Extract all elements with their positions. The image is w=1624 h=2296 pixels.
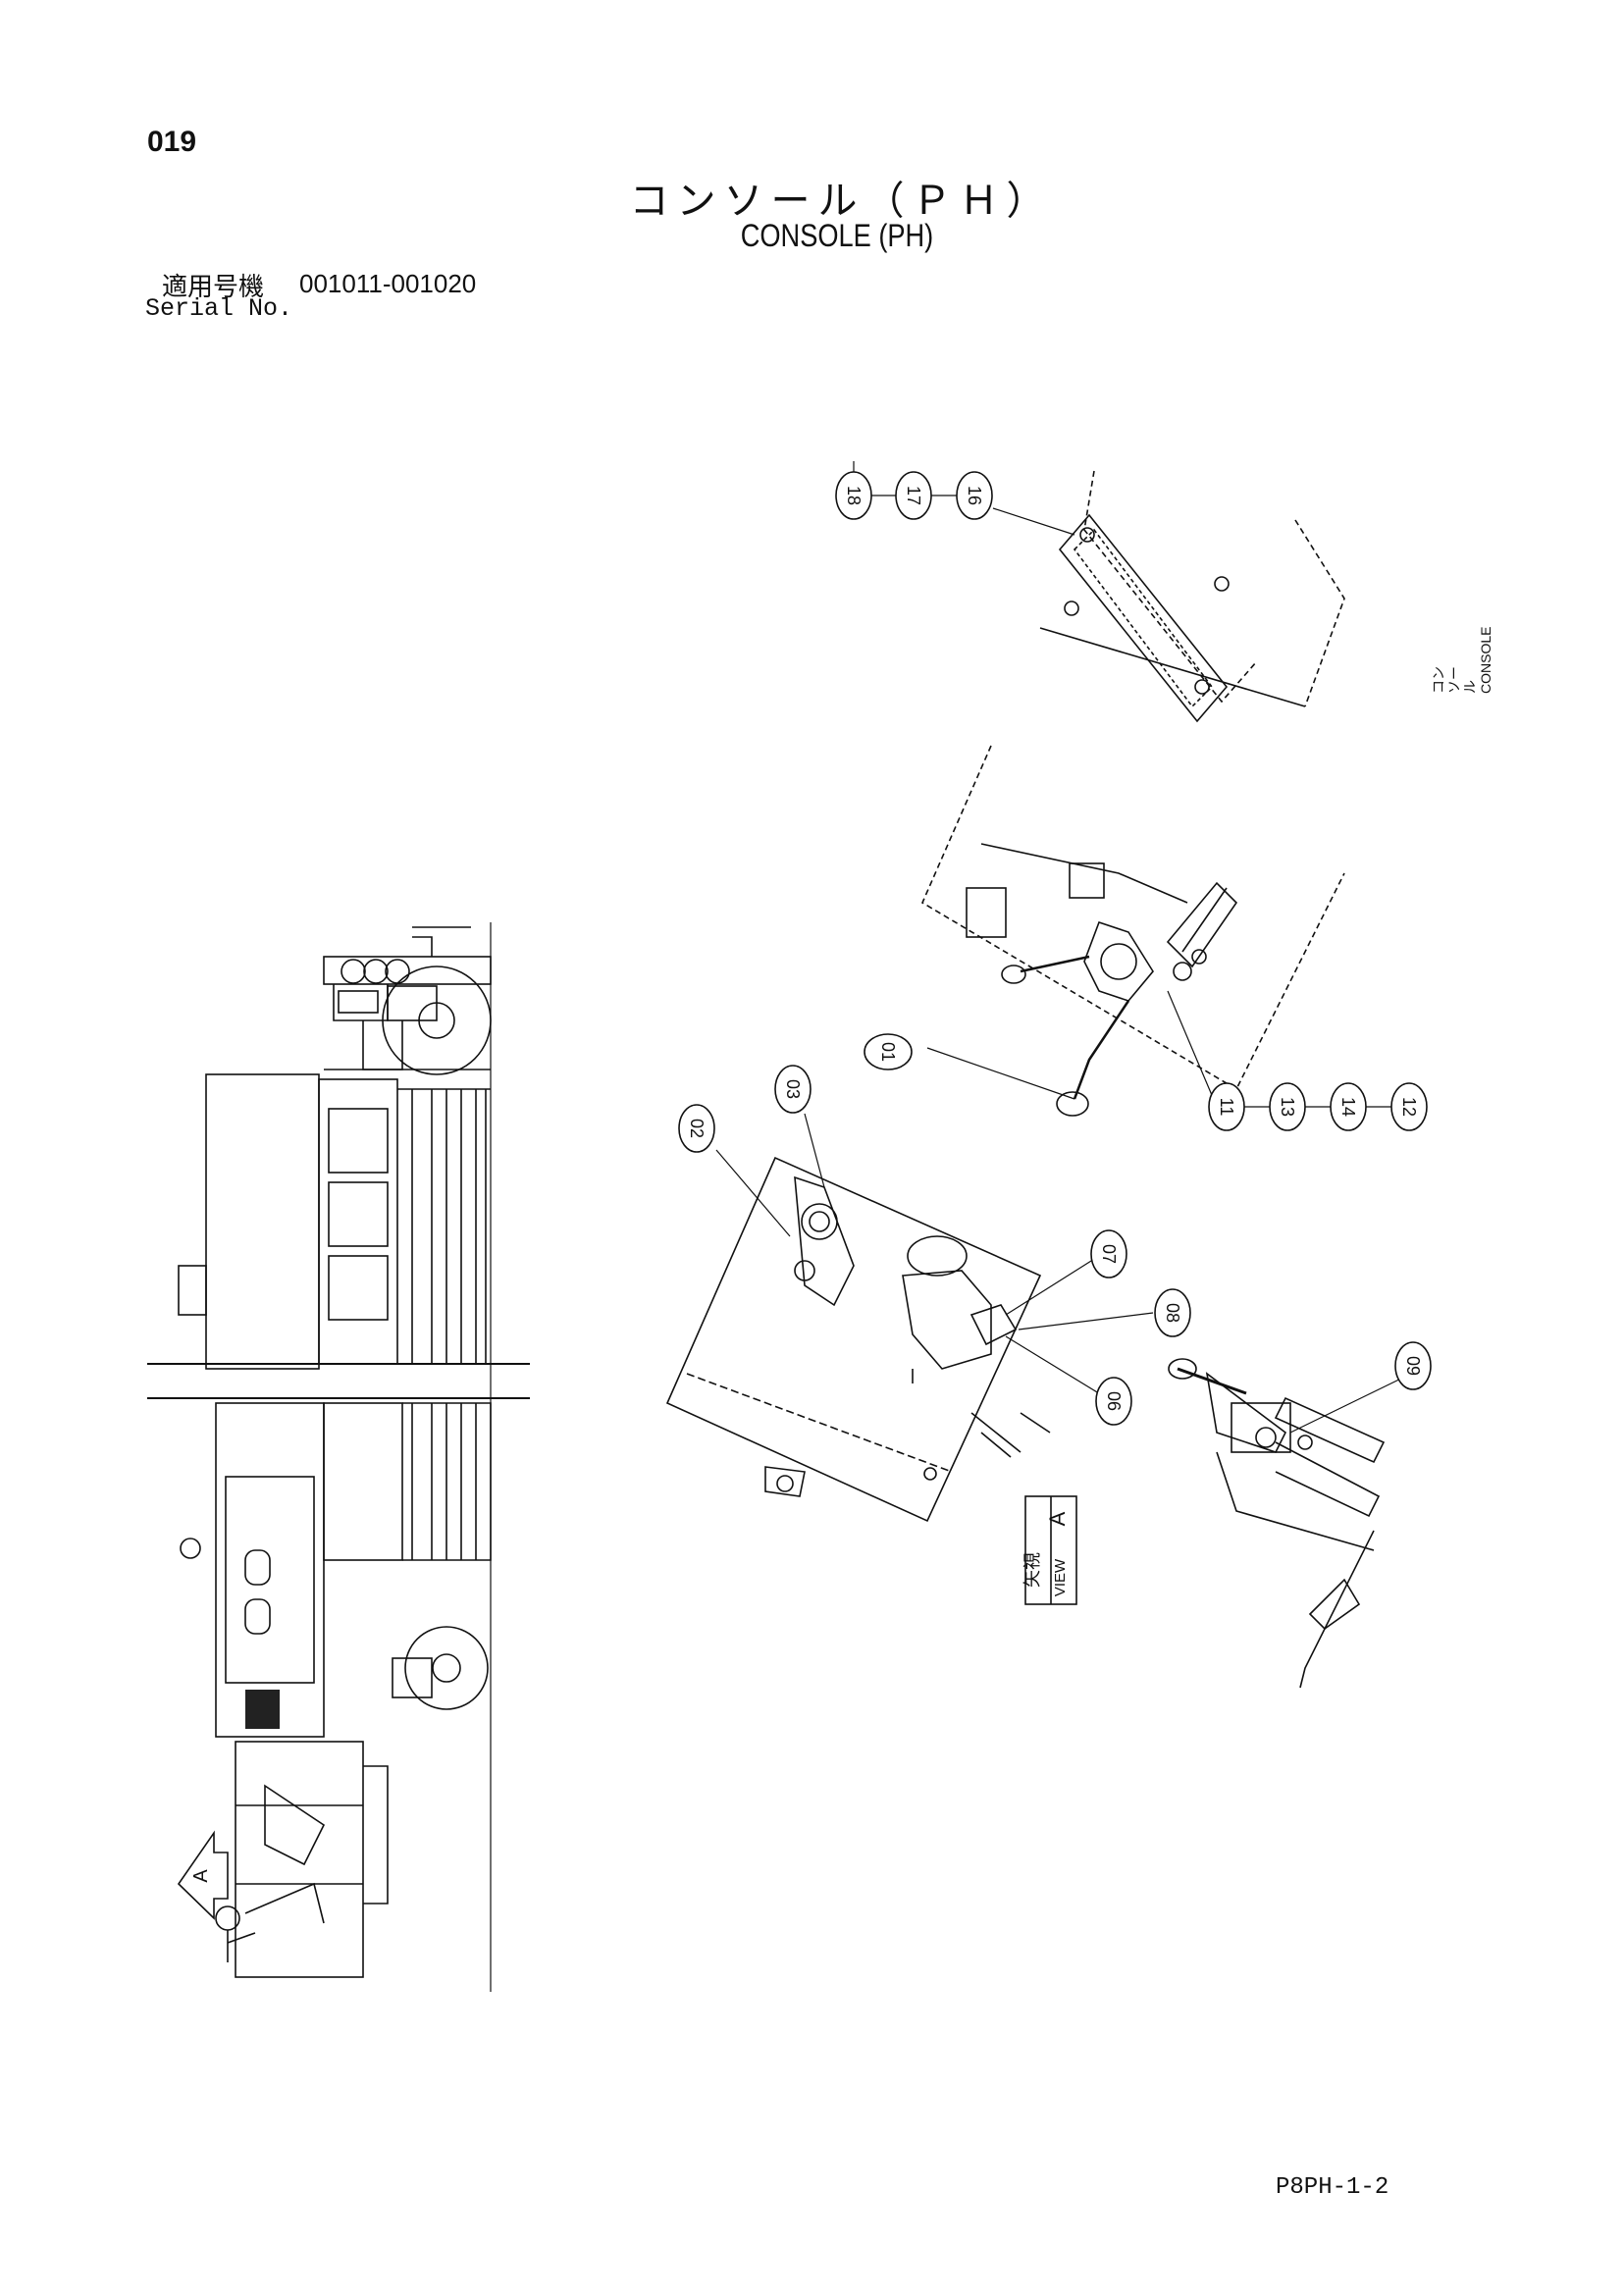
svg-text:08: 08: [1163, 1303, 1182, 1323]
page-title-japanese: コンソール（ＰＨ）: [629, 179, 1054, 224]
svg-text:16: 16: [965, 486, 984, 505]
document-code: P8PH-1-2: [1276, 2174, 1389, 2201]
callout-11: 11: [1208, 1082, 1245, 1131]
callout-14: 14: [1330, 1082, 1367, 1131]
view-label-english: VIEW: [1052, 1558, 1069, 1596]
svg-text:09: 09: [1403, 1356, 1423, 1376]
svg-text:11: 11: [1217, 1098, 1236, 1117]
control-panel-detail: [665, 1156, 1051, 1523]
serial-label-japanese: 適用号機: [162, 273, 265, 302]
lever-console-detail: [920, 745, 1345, 1117]
callout-03: 03: [774, 1065, 812, 1114]
callout-17: 17: [895, 471, 932, 520]
callout-06: 06: [1095, 1377, 1132, 1426]
view-a-label: 矢視 VIEW A: [1022, 1495, 1077, 1605]
machine-side-view: [147, 922, 530, 1992]
svg-text:13: 13: [1278, 1097, 1297, 1117]
svg-text:03: 03: [783, 1079, 803, 1099]
view-label-japanese: 矢視: [1022, 1552, 1042, 1588]
callout-12: 12: [1390, 1082, 1428, 1131]
svg-text:17: 17: [904, 486, 923, 505]
callout-16: 16: [956, 471, 993, 520]
serial-label-english: Serial No.: [145, 294, 293, 323]
leader-lines: [715, 507, 1412, 1434]
callout-01: 01: [864, 1033, 913, 1070]
svg-text:01: 01: [878, 1042, 898, 1062]
callout-08: 08: [1154, 1288, 1191, 1337]
page-number: 019: [147, 126, 197, 158]
callout-02: 02: [678, 1104, 715, 1153]
callout-13: 13: [1269, 1082, 1306, 1131]
view-marker-letter: A: [190, 1869, 212, 1883]
lever-unit-detail: [1168, 1358, 1386, 1689]
svg-text:07: 07: [1099, 1244, 1119, 1264]
mount-plate-detail: [1039, 470, 1345, 723]
page-title-english: CONSOLE (PH): [740, 218, 934, 253]
view-a-marker: A: [177, 1830, 229, 1920]
view-label-letter: A: [1045, 1511, 1070, 1526]
svg-text:02: 02: [687, 1119, 707, 1138]
callout-07: 07: [1090, 1229, 1127, 1278]
callout-18: 18: [835, 471, 872, 520]
callout-bubbles: 18 17 16 01 11 13 14: [678, 461, 1432, 1426]
serial-number-range: 001011-001020: [299, 269, 477, 298]
svg-text:12: 12: [1399, 1097, 1419, 1117]
svg-text:06: 06: [1104, 1391, 1124, 1411]
svg-text:14: 14: [1338, 1097, 1358, 1117]
svg-text:18: 18: [844, 486, 864, 505]
callout-09: 09: [1394, 1341, 1432, 1390]
